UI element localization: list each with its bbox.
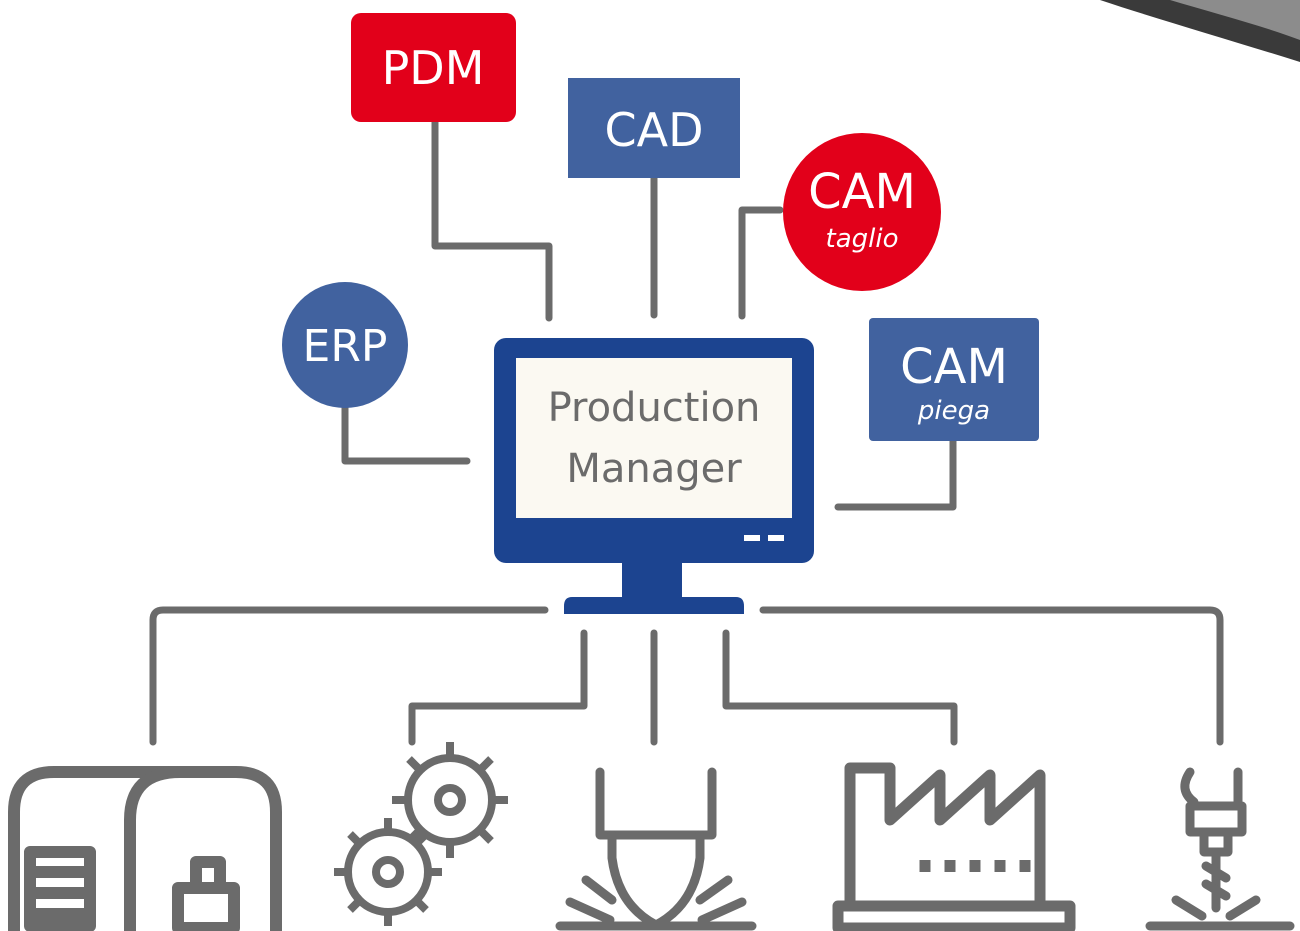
connectors xyxy=(149,118,1224,746)
factory-icon xyxy=(832,762,1076,931)
cam-cut-node[interactable]: CAM taglio xyxy=(783,133,941,291)
factory-connector xyxy=(722,629,958,746)
cam-bend-box xyxy=(869,318,1039,441)
pdm-label: PDM xyxy=(382,41,485,95)
cam-cut-circle xyxy=(783,133,941,291)
cam-bend-connector xyxy=(834,437,957,511)
pdm-node[interactable]: PDM xyxy=(351,13,516,122)
laser-cutter-icon xyxy=(555,767,757,931)
screen-title-line2: Manager xyxy=(566,446,742,492)
cam-cut-connector xyxy=(738,206,784,320)
monitor-screen xyxy=(516,358,792,518)
production-manager-monitor[interactable]: Production Manager xyxy=(494,338,814,614)
milling-connector xyxy=(759,606,1224,746)
corner-photo xyxy=(1100,0,1300,62)
warehouse-connector xyxy=(149,606,549,746)
pdm-box xyxy=(351,13,516,122)
milling-machine-icon xyxy=(1145,767,1295,931)
erp-connector xyxy=(341,400,471,465)
monitor-indicator xyxy=(768,535,784,541)
monitor-indicator xyxy=(744,535,760,541)
cam-cut-label: CAM xyxy=(808,164,916,220)
monitor-neck xyxy=(622,563,682,597)
erp-node[interactable]: ERP xyxy=(282,282,408,408)
pdm-connector xyxy=(431,118,553,322)
gears-icon xyxy=(334,742,508,926)
monitor-stand xyxy=(564,597,744,614)
cad-label: CAD xyxy=(604,103,703,157)
cam-cut-sublabel: taglio xyxy=(826,224,899,254)
erp-label: ERP xyxy=(303,321,388,372)
cam-bend-node[interactable]: CAM piega xyxy=(869,318,1039,441)
cam-bend-label: CAM xyxy=(900,339,1008,395)
warehouse-icon xyxy=(8,766,282,931)
screen-title-line1: Production xyxy=(548,385,761,431)
cad-node[interactable]: CAD xyxy=(568,78,740,178)
cad-box xyxy=(568,78,740,178)
cam-bend-sublabel: piega xyxy=(917,396,990,426)
gears-connector xyxy=(408,629,588,746)
erp-circle xyxy=(282,282,408,408)
